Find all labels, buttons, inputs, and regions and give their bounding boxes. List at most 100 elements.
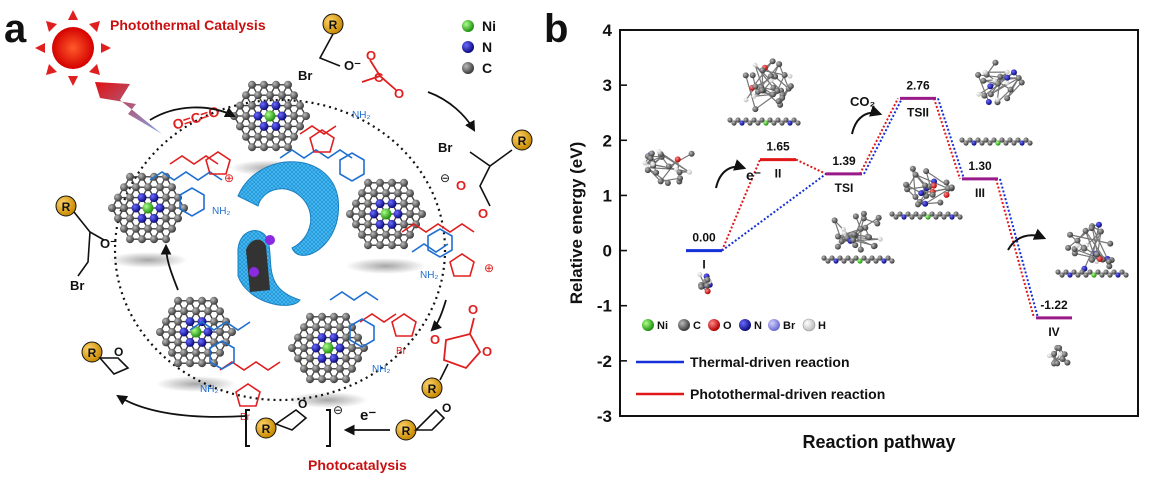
porphyrin-platform [959, 137, 1033, 146]
x-axis-title: Reaction pathway [802, 432, 955, 452]
electron-label-a: e⁻ [360, 407, 376, 424]
r-badge-epoxide-left: R [88, 346, 97, 360]
polymer-chains [149, 125, 475, 407]
energy-value-label: 0.00 [692, 231, 716, 245]
molecule-model [1065, 221, 1115, 272]
state-name-label: III [975, 186, 985, 200]
br-label-chain-1: Br [396, 346, 407, 357]
lightning-bolt-icon [95, 82, 162, 134]
state-name-label: IV [1048, 325, 1059, 339]
charge-plus-1: ⊕ [224, 171, 234, 185]
porphyrin-sheets [108, 80, 426, 408]
o-label-product-3: O [482, 344, 492, 359]
o-label-product-2: O [430, 332, 440, 347]
energy-value-label: -1.22 [1040, 298, 1068, 312]
br-label-right: Br [438, 140, 452, 155]
right-intermediate: R Br O O ⊖ [438, 129, 533, 221]
porphyrin-platform [821, 255, 895, 264]
panel-a: a Photothermal Catalysis Ni N [4, 7, 533, 473]
o-label-incoming: O [442, 401, 451, 415]
porphyrin-platform [727, 117, 801, 126]
left-alkoxide: R O⁻ Br [55, 195, 117, 293]
r-badge-left: R [62, 200, 71, 214]
porphyrin-sheet [230, 80, 310, 176]
charge-minus-bracket: ⊖ [333, 403, 343, 417]
energy-value-label: 1.30 [968, 159, 992, 173]
y-tick-label: -2 [597, 352, 612, 371]
energy-value-label: 1.39 [832, 154, 856, 168]
hollow-nanostructure-image [237, 161, 339, 306]
molecule-model [697, 272, 713, 295]
br-label-left: Br [70, 278, 84, 293]
o-label-product-1: O [468, 302, 478, 317]
molecule-model [903, 165, 955, 208]
atom-legend-n: N [754, 320, 762, 332]
panel-b-letter: b [544, 7, 568, 51]
y-tick-label: 2 [603, 131, 612, 150]
radical-anion-bracket: R O ⊖ [245, 397, 343, 447]
state-name-label: TSII [907, 105, 929, 119]
nh2-label-5: NH₂ [200, 384, 218, 395]
sun-icon [35, 10, 111, 86]
pathway-connector [933, 98, 961, 180]
molecule-model [642, 149, 695, 187]
epoxide-lower-left: R O [81, 341, 130, 375]
r-badge-product: R [428, 382, 437, 396]
o-label-top-2: O [394, 86, 404, 101]
pathway-connector [995, 178, 1035, 319]
o-label-bracket: O [298, 397, 307, 411]
nh2-label-4: NH₂ [372, 364, 390, 375]
atom-legend-b: Ni C O N Br H [642, 318, 826, 332]
y-tick-label: -1 [597, 297, 612, 316]
br-label-top: Br [298, 68, 312, 83]
legend-photothermal: Photothermal-driven reaction [690, 386, 885, 402]
cycle-arrows [116, 91, 476, 436]
atom-legend-ni: Ni [657, 320, 668, 332]
r-badge-bracket: R [262, 422, 271, 436]
panel-a-letter: a [4, 7, 27, 51]
legend-ni-label: Ni [482, 18, 496, 34]
y-axis-title: Relative energy (eV) [567, 142, 586, 305]
c-label-top: C [374, 70, 384, 85]
porphyrin-platform [1055, 269, 1129, 278]
energy-value-label: 1.65 [766, 140, 790, 154]
atom-legend-o: O [723, 320, 732, 332]
r-badge-incoming: R [402, 424, 411, 438]
legend-thermal: Thermal-driven reaction [690, 354, 850, 370]
y-tick-label: 4 [603, 21, 613, 40]
pathway-connector [721, 173, 827, 252]
charge-plus-2: ⊕ [484, 261, 494, 275]
o-minus-top: O⁻ [344, 58, 361, 73]
nh2-label-3: NH₂ [420, 270, 438, 281]
panel-b-arrows [715, 105, 1047, 251]
atom-legend-c: C [693, 320, 701, 332]
energy-value-label: 2.76 [906, 78, 930, 92]
porphyrin-platform [889, 211, 963, 220]
pathway-connector [721, 159, 761, 251]
porphyrin-sheet [346, 178, 426, 274]
legend-n-label: N [482, 39, 492, 55]
r-badge-right: R [518, 134, 527, 148]
atom-legend-h: H [818, 320, 826, 332]
r-badge-top: R [329, 18, 338, 32]
state-name-label: I [702, 258, 705, 272]
molecule-model [831, 210, 883, 253]
y-tick-label: 0 [603, 242, 612, 261]
series-legend: Thermal-driven reaction Photothermal-dri… [636, 354, 885, 402]
o-label-top-1: O [366, 48, 376, 63]
pathway-connector [859, 97, 899, 175]
cyclic-carbonate-product: O O O R [421, 302, 492, 399]
charge-minus-right: ⊖ [440, 171, 450, 185]
legend-c-label: C [482, 60, 492, 76]
state-name-label: II [775, 167, 782, 181]
nh2-label-1: NH₂ [212, 206, 230, 217]
molecule-model [1046, 344, 1071, 367]
porphyrin-sheet [156, 296, 236, 392]
o-minus-left: O⁻ [100, 236, 117, 251]
pathway-connector [999, 178, 1039, 319]
state-name-label: TSI [835, 181, 854, 195]
o-label-epoxide-left: O [114, 345, 123, 359]
